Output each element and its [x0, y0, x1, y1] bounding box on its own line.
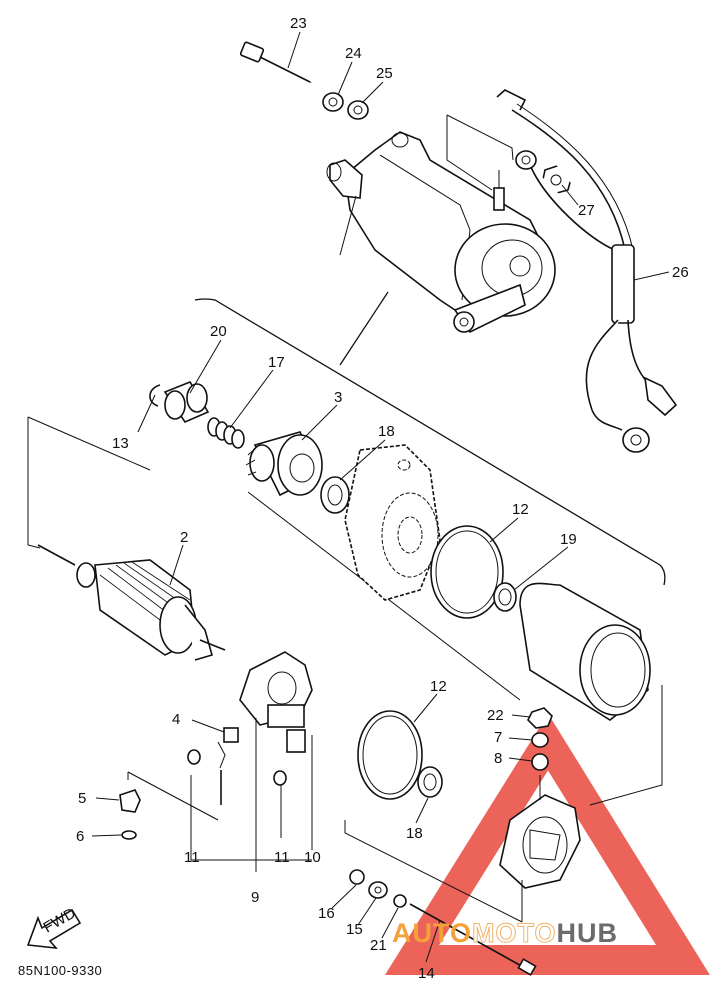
- callout-3: 3: [334, 389, 342, 406]
- callout-numbers: 23 24 25 27 26 20 17 3 13 18 12 19 2 12 …: [76, 15, 689, 982]
- yoke-housing-part: [519, 582, 651, 721]
- callout-26: 26: [672, 264, 689, 281]
- insulator-8-part: [531, 753, 549, 771]
- callout-20: 20: [210, 323, 227, 340]
- screw-11-left-part: [187, 749, 222, 805]
- brush-4-part: [217, 727, 239, 769]
- washer-15-part: [368, 881, 388, 899]
- callout-7: 7: [494, 729, 502, 746]
- callout-5: 5: [78, 790, 86, 807]
- brush-plate-part: [239, 651, 313, 728]
- callout-12-lower: 12: [430, 678, 447, 695]
- callout-19: 19: [560, 531, 577, 548]
- washer-19-part: [493, 582, 517, 612]
- diagram-code: 85N100-9330: [18, 963, 103, 978]
- callout-23: 23: [290, 15, 307, 32]
- washer-6-part: [121, 830, 137, 840]
- callout-14: 14: [418, 965, 435, 982]
- screw-11-right-part: [273, 770, 287, 786]
- watermark-part-hub: HUB: [556, 918, 619, 948]
- callout-12-upper: 12: [512, 501, 529, 518]
- washer-18-lower-part: [417, 766, 443, 798]
- starter-motor-assembly: [239, 41, 556, 334]
- grommet-5-part: [119, 789, 141, 813]
- washer-7-part: [531, 732, 549, 748]
- rear-cover-part: [499, 794, 581, 889]
- washer-25-part: [347, 100, 369, 120]
- bolt-23-part: [239, 41, 313, 84]
- washer-21-part: [393, 894, 407, 908]
- callout-4: 4: [172, 711, 180, 728]
- nut-22-part: [527, 707, 553, 729]
- washer-18-upper-part: [320, 476, 350, 514]
- callout-10: 10: [304, 849, 321, 866]
- callout-15: 15: [346, 921, 363, 938]
- long-bolt-14-part: [409, 903, 526, 969]
- cable-26-part: [496, 89, 678, 453]
- callout-2: 2: [180, 529, 188, 546]
- callout-16: 16: [318, 905, 335, 922]
- o-ring-12-upper-part: [430, 525, 504, 619]
- callout-13: 13: [112, 435, 129, 452]
- callout-11-right: 11: [274, 849, 290, 866]
- brush-holder-10-part: [286, 729, 306, 753]
- callout-11-left: 11: [184, 849, 200, 866]
- callout-18-lower: 18: [406, 825, 423, 842]
- callout-27: 27: [578, 202, 595, 219]
- callout-24: 24: [345, 45, 362, 62]
- leader-lines: [91, 31, 670, 963]
- callout-8: 8: [494, 750, 502, 767]
- nut-24-part: [322, 92, 344, 112]
- armature-2-part: [37, 544, 226, 661]
- watermark-part-moto: MOTO: [472, 918, 557, 949]
- callout-25: 25: [376, 65, 393, 82]
- front-cover-part: [344, 444, 441, 601]
- spring-17-part: [207, 417, 245, 449]
- callout-6: 6: [76, 828, 84, 845]
- callout-18-upper: 18: [378, 423, 395, 440]
- collar-20-part: [163, 381, 210, 424]
- callout-22: 22: [487, 707, 504, 724]
- watermark-part-auto: AUTO: [392, 918, 473, 948]
- fwd-arrow-icon: [26, 908, 82, 950]
- callout-21: 21: [370, 937, 387, 954]
- o-ring-12-lower-part: [357, 710, 423, 800]
- watermark-logo: AUTOMOTOHUB: [392, 918, 618, 949]
- nut-16-part: [349, 869, 365, 885]
- callout-9: 9: [251, 889, 259, 906]
- clutch-3-part: [245, 431, 323, 497]
- callout-17: 17: [268, 354, 285, 371]
